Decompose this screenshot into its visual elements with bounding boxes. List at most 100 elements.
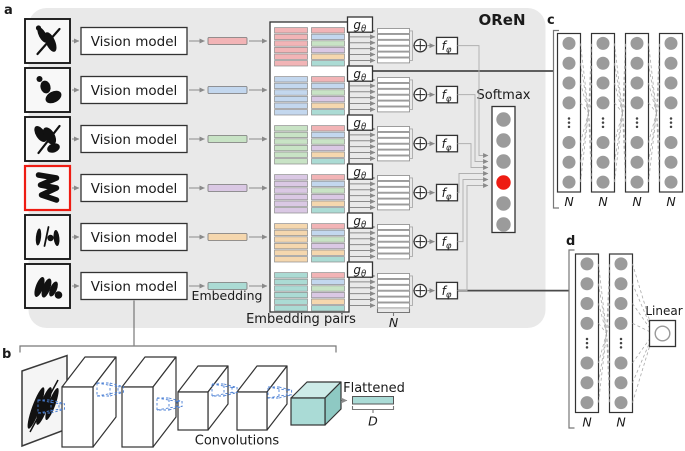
conv-kernel [58, 403, 65, 410]
g-output-bar [377, 106, 410, 113]
panel-c-node [630, 155, 644, 169]
embedding-bar [207, 233, 248, 241]
conv-layer-front [61, 386, 94, 448]
d-dim-label: D [368, 414, 378, 429]
pair-bar-left [274, 151, 308, 158]
g-theta-box [346, 114, 374, 131]
dense-connection [622, 112, 626, 143]
panel-d-node [580, 396, 594, 410]
sketch-stroke [36, 27, 61, 56]
panel-c-node [630, 175, 644, 189]
vision-model-label: Vision model [91, 230, 178, 246]
sketch-stroke [45, 387, 59, 421]
ellipsis-dot [585, 346, 589, 349]
dense-connection [598, 333, 607, 403]
pair-bar-right [311, 194, 345, 201]
pair-bar-right [311, 53, 345, 60]
vision-model-label: Vision model [91, 279, 178, 295]
conv-kernel-edge [223, 392, 238, 397]
pipeline-row: Vision model fφ gθ [24, 183, 489, 312]
g-theta-label: gθ [353, 165, 367, 182]
sketch-stroke [35, 172, 60, 203]
panel-c-layer-box [590, 32, 616, 193]
g-output-bar [377, 278, 410, 285]
panel-d-node [580, 297, 594, 311]
pair-bar-right [311, 207, 345, 214]
vision-model-box [80, 222, 188, 252]
f-phi-label: fφ [442, 235, 452, 252]
pair-bar-left [274, 40, 308, 47]
g-output-bar [377, 290, 410, 297]
vision-model-label: Vision model [91, 83, 178, 99]
g-output-bar [377, 192, 410, 199]
pair-bar-left [274, 278, 308, 285]
g-theta-box [346, 212, 374, 229]
sketch-blob [49, 281, 58, 297]
panel-c-node [562, 175, 576, 189]
dense-connection [598, 333, 607, 383]
ellipsis-dot [635, 121, 639, 124]
ellipsis-dot [635, 125, 639, 129]
panel-c-node [664, 155, 678, 169]
pair-bar-right [311, 223, 345, 230]
g-theta-label: gθ [353, 18, 367, 35]
ellipsis-dot [619, 341, 623, 345]
sketch-blob [47, 143, 60, 153]
pair-bar-left [274, 131, 308, 138]
pair-bar-right [311, 278, 345, 285]
g-output-bar [377, 284, 410, 291]
panel-d-label: d [566, 234, 575, 249]
panel-c-node [664, 36, 678, 50]
pair-bar-right [311, 33, 345, 40]
g-output-bar [377, 126, 410, 132]
d-brace [351, 406, 395, 411]
g-output-bar [377, 39, 410, 46]
conv-kernel-edge [211, 392, 233, 397]
panel-d-layer-box [574, 253, 600, 414]
panel-c-node [664, 96, 678, 110]
pair-bar-right [311, 272, 345, 279]
conv-kernel-edge [50, 408, 65, 414]
panel-b-label: b [2, 347, 11, 362]
panel-d-node [580, 257, 594, 271]
sketch-blob [54, 291, 63, 299]
conv-kernel [96, 382, 111, 397]
ellipsis-dot [619, 346, 623, 349]
layer-size-label: N [598, 194, 608, 209]
dense-connection [598, 283, 607, 334]
pair-bar-left [274, 174, 308, 181]
softmax-node [496, 133, 511, 148]
pair-bar-left [274, 207, 308, 214]
g-output-bar [377, 45, 410, 52]
linear-output-node [654, 325, 671, 342]
pair-bar-left [274, 298, 308, 305]
dense-connection [622, 112, 626, 183]
sketch-blob [40, 80, 51, 94]
g-output-bar [377, 224, 410, 230]
ellipsis-dot [601, 121, 605, 124]
ellipsis-dot [601, 117, 605, 120]
pair-bar-right [311, 60, 345, 67]
input-sketch [35, 226, 60, 247]
pair-bar-right [311, 125, 345, 132]
g-output-bar [377, 204, 410, 211]
g-output-bar [377, 296, 410, 303]
g-output-bar [377, 155, 410, 162]
dense-connection [606, 333, 610, 364]
input-sketch [35, 172, 60, 203]
layer-size-label: N [666, 194, 676, 209]
panel-a-label: a [4, 3, 13, 18]
pair-bar-left [274, 194, 308, 201]
pair-bar-right [311, 158, 345, 165]
f-phi-label: fφ [442, 137, 452, 154]
g-output-bar [377, 94, 410, 101]
dense-connection [648, 112, 657, 163]
panel-c-layer-box [556, 32, 582, 193]
g-theta-label: gθ [353, 263, 367, 280]
panel-c-node [630, 36, 644, 50]
pair-bar-right [311, 131, 345, 138]
pair-bar-right [311, 236, 345, 243]
